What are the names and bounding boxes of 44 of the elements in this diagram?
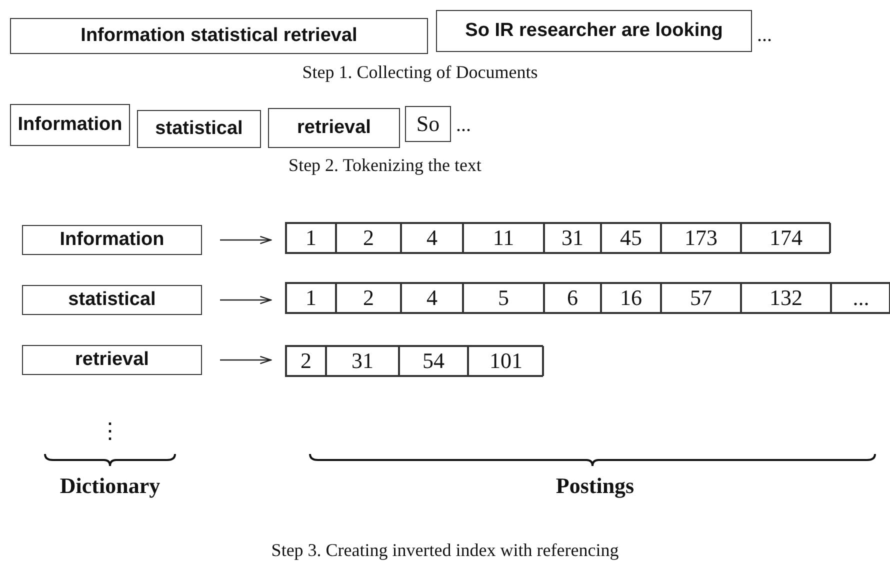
posting-cell: 31: [544, 223, 601, 253]
posting-cell: 6: [544, 283, 601, 313]
step-caption: Step 2. Tokenizing the text: [288, 155, 482, 176]
posting-cell: 54: [399, 346, 468, 376]
posting-cell: 4: [401, 223, 463, 253]
posting-cell: 132: [741, 283, 831, 313]
step-caption: Step 1. Collecting of Documents: [302, 62, 538, 83]
posting-cell: 16: [601, 283, 661, 313]
postings-list: [285, 222, 830, 254]
postings-list: [285, 282, 890, 314]
posting-cell: 4: [401, 283, 463, 313]
term-box: Information: [10, 104, 130, 146]
section-label: Dictionary: [60, 473, 160, 499]
vertical-ellipsis: ⋮: [99, 418, 121, 444]
arrow: [220, 236, 272, 244]
term-box: retrieval: [268, 108, 400, 148]
posting-cell: 31: [326, 346, 399, 376]
term-box: statistical: [137, 110, 261, 148]
posting-cell: 2: [336, 283, 401, 313]
arrow: [220, 296, 272, 304]
ellipsis: ...: [757, 24, 772, 47]
posting-cell: 173: [661, 223, 741, 253]
posting-cell: 1: [286, 223, 336, 253]
term-box: Information: [22, 225, 202, 255]
posting-cell: ...: [831, 283, 890, 313]
posting-cell: 11: [463, 223, 544, 253]
posting-cell: 1: [286, 283, 336, 313]
posting-cell: 5: [463, 283, 544, 313]
posting-cell: 101: [468, 346, 544, 376]
posting-cell: 45: [601, 223, 661, 253]
posting-cell: 174: [741, 223, 831, 253]
term-box: retrieval: [22, 345, 202, 375]
ellipsis: ...: [456, 114, 471, 137]
term-box: So IR researcher are looking: [436, 10, 752, 52]
arrow: [220, 356, 272, 364]
posting-cell: 2: [336, 223, 401, 253]
postings-list: [285, 345, 543, 377]
posting-cell: 57: [661, 283, 741, 313]
term-box: Information statistical retrieval: [10, 18, 428, 54]
term-box: So: [405, 106, 451, 142]
term-box: statistical: [22, 285, 202, 315]
step-caption: Step 3. Creating inverted index with referencing: [271, 540, 619, 561]
posting-cell: 2: [286, 346, 326, 376]
section-label: Postings: [556, 473, 634, 499]
